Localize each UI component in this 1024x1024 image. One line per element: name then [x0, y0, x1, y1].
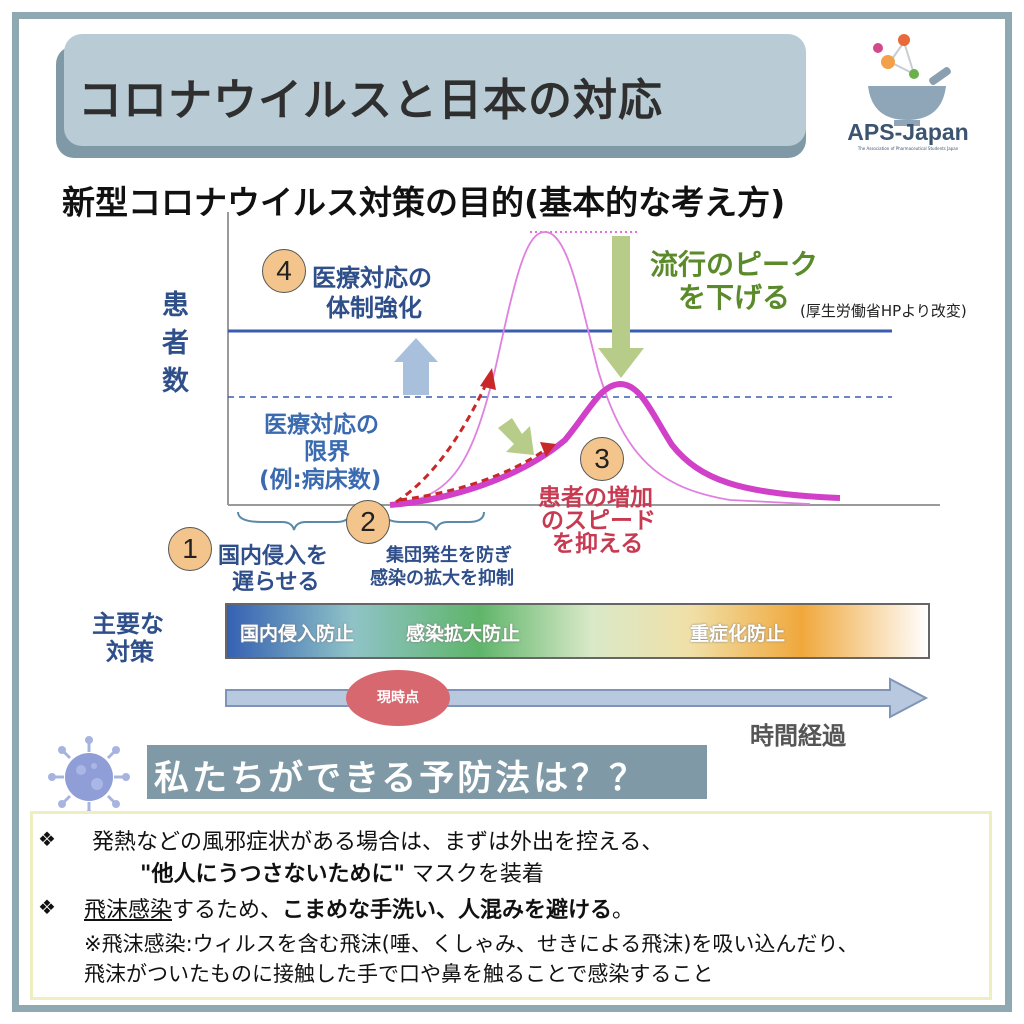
item-2-number: 2 — [346, 500, 390, 544]
limit-label-line1: 医療対応の — [264, 412, 379, 438]
item-4-label-line2: 体制強化 — [326, 294, 422, 322]
prevention-heading: 私たちができる予防法は？？ — [154, 759, 648, 799]
logo-icon — [868, 34, 951, 126]
brace-1 — [237, 511, 351, 531]
limit-label-line3: (例:病床数) — [259, 467, 382, 493]
prevention-heading-box — [147, 745, 707, 799]
measures-bar — [225, 603, 930, 659]
time-arrow-icon — [225, 677, 929, 719]
measures-label-line2: 対策 — [106, 638, 154, 666]
time-label: 時間経過 — [750, 722, 846, 750]
peak-label-line1: 流行のピーク — [650, 248, 819, 281]
item-4-label-line1: 医療対応の — [312, 264, 432, 292]
title-box — [64, 34, 806, 146]
item-1-number: 1 — [168, 527, 212, 571]
item-1-label-line2: 遅らせる — [232, 570, 320, 595]
arrow-up-icon — [394, 338, 438, 395]
item-3-label-line3: を抑える — [552, 531, 644, 557]
small-arrow-icon — [498, 418, 534, 455]
tip-1-line1: 発熱などの風邪症状がある場合は、まずは外出を控える、 — [92, 830, 664, 855]
logo-subtext: The Association of Pharmaceutical Studen… — [857, 146, 959, 151]
y-axis-label: 患 者 数 — [162, 290, 189, 397]
item-4-number: 4 — [262, 249, 306, 293]
measure-severe-prevention: 重症化防止 — [690, 623, 786, 645]
measure-entry-prevention: 国内侵入防止 — [240, 623, 355, 645]
item-1-label-line1: 国内侵入を — [218, 544, 329, 569]
peak-label-line2: を下げる — [678, 281, 791, 314]
item-3-label-line2: のスピード — [541, 508, 656, 534]
bullet-icon-2: ❖ — [38, 895, 56, 919]
item-3-label-line1: 患者の増加 — [538, 485, 653, 511]
tips-box — [30, 811, 992, 1000]
red-dashed-arrow-2 — [399, 448, 546, 502]
item-2-label-line2: 感染の拡大を抑制 — [370, 568, 514, 589]
tip-2-line: 飛沫感染するため、こまめな手洗い、人混みを避ける。 — [84, 898, 635, 923]
logo-text: APS-Japan — [847, 119, 969, 145]
uncontrolled-curve — [389, 231, 811, 506]
virus-icon — [48, 736, 130, 818]
bullet-icon-1: ❖ — [38, 827, 56, 851]
now-badge: 現時点 — [346, 670, 450, 726]
source-note: (厚生労働省HPより改変) — [800, 302, 967, 320]
measure-spread-prevention: 感染拡大防止 — [406, 623, 521, 645]
note-line2: 飛沫がついたものに接触した手で口や鼻を触ることで感染すること — [84, 962, 714, 986]
flattened-curve — [389, 380, 841, 508]
diagram-subtitle: 新型コロナウイルス対策の目的(基本的な考え方) — [62, 183, 786, 222]
tip-1-line2: "他人にうつさないために" マスクを装着 — [140, 862, 544, 887]
measures-label-line1: 主要な — [92, 610, 164, 638]
item-2-label-line1: 集団発生を防ぎ — [386, 545, 512, 566]
limit-label-line2: 限界 — [304, 439, 350, 465]
item-3-number: 3 — [580, 437, 624, 481]
note-line1: ※飛沫感染:ウィルスを含む飛沫(唾、くしゃみ、せきによる飛沫)を吸い込んだり、 — [84, 932, 859, 956]
page-title: コロナウイルスと日本の対応 — [78, 75, 663, 126]
arrow-down-icon — [598, 236, 644, 378]
brace-2 — [383, 511, 485, 531]
red-dashed-arrow-1 — [395, 379, 490, 504]
